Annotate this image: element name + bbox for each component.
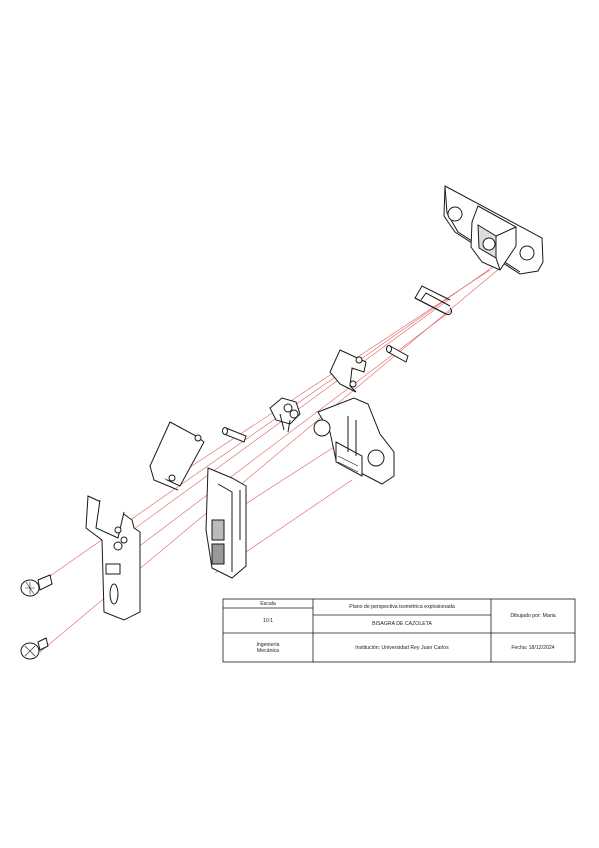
drawn-by: Dibujado por: Maria [510,613,556,619]
link-lever [149,421,205,491]
screw-upper [20,574,53,597]
plan-type: Plano de perspectiva isométrica explosio… [349,604,455,610]
pin-left [222,427,247,443]
institution: Institución: Universidad Rey Juan Carlos [355,644,449,651]
scale-label: Escala [260,600,276,607]
department-line1: Ingeniería [256,641,280,648]
hinge-main-arm [85,495,141,621]
screw-lower [20,637,49,660]
department-line2: Mecánica [256,647,280,654]
hinge-body-arm [205,467,247,579]
hinge-arm [313,397,395,485]
title-block-frame [222,598,576,663]
bent-bracket [329,349,367,393]
mounting-plate [443,185,544,275]
scale-value: 10:1 [262,617,274,624]
drawing-date: Fecha: 18/12/2024 [511,644,555,651]
pin-right [386,345,409,363]
u-clip [414,285,453,316]
part-name: BISAGRA DE CAZOLETA [372,621,432,627]
torsion-spring [269,397,301,433]
department-block: Ingeniería Mecánica [223,633,313,662]
